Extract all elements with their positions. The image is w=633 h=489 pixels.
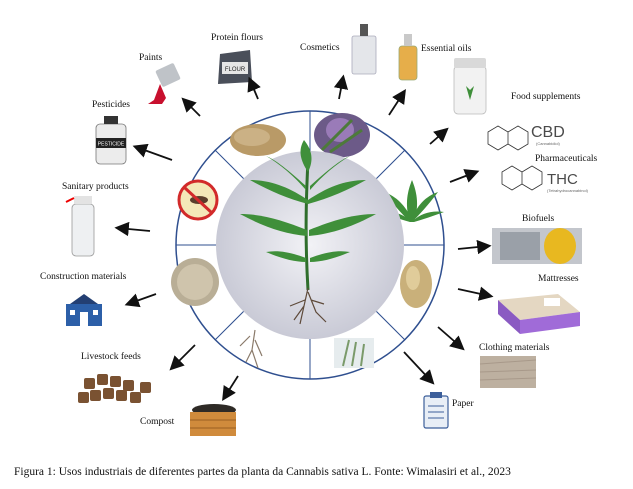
clothing-fabric-icon (479, 356, 537, 388)
arrow-pesticides (132, 143, 173, 161)
label-construction-materials: Construction materials (40, 272, 127, 282)
roots-image (239, 329, 263, 369)
figure-caption: Figura 1: Usos industriais de diferentes… (14, 466, 511, 478)
thc-molecule-icon: THC (Tetrahydrocannabinol) (501, 165, 589, 193)
label-biofuels: Biofuels (522, 213, 554, 224)
protein-flours-icon: FLOUR (218, 50, 252, 84)
arrow-paints (181, 97, 201, 117)
flower-bud-image (314, 113, 370, 157)
label-cosmetics: Cosmetics (300, 43, 340, 53)
label-food-supplements: Food supplements (511, 92, 581, 102)
no-insect-icon (177, 179, 219, 221)
essential-oil-bottle-icon (398, 34, 418, 81)
arrow-compost (222, 375, 239, 402)
label-mattresses: Mattresses (538, 274, 579, 284)
biofuel-barrels-icon (492, 228, 582, 264)
arrow-paper (403, 351, 435, 385)
arrow-sanitary-products (114, 221, 151, 237)
label-pesticides: Pesticides (92, 100, 130, 110)
cosmetics-bottle-icon (351, 24, 377, 75)
fibre-bundle-image (400, 260, 432, 308)
mattress-bed-icon (498, 294, 580, 334)
label-sanitary-products: Sanitary products (62, 182, 129, 192)
arrow-food-supplements (429, 127, 449, 145)
label-protein-flours: Protein flours (211, 32, 263, 43)
stalk-image (334, 338, 374, 368)
arrow-mattresses (457, 286, 494, 301)
arrows (114, 74, 494, 402)
compost-crate-icon (190, 404, 236, 436)
spray-bottle-icon (65, 196, 95, 257)
supplement-jar-icon (453, 58, 487, 115)
arrow-protein-flours (247, 76, 261, 100)
seeds-image (230, 124, 286, 156)
arrow-livestock-feeds (169, 344, 196, 371)
arrow-essential-oils (388, 88, 406, 116)
cbd-subtext: (Cannabidiol) (536, 141, 560, 146)
thc-text: THC (547, 171, 578, 188)
pesticide-bottle-icon: PESTICIDE (95, 116, 127, 165)
label-paints: Paints (139, 53, 163, 63)
thc-subtext: (Tetrahydrocannabinol) (547, 188, 589, 193)
paper-clipboard-icon (423, 392, 449, 429)
cbd-molecule-icon: CBD (Cannabidiol) (487, 124, 565, 151)
arrow-cosmetics (333, 74, 349, 100)
central-plant (216, 140, 404, 339)
label-livestock-feeds: Livestock feeds (81, 351, 141, 362)
label-compost: Compost (140, 417, 175, 427)
flour-bag-text: FLOUR (225, 67, 246, 73)
arrow-clothing-materials (437, 326, 465, 351)
arrow-pharmaceuticals (449, 169, 480, 183)
pesticide-bottle-text: PESTICIDE (98, 142, 125, 148)
paint-bucket-icon (148, 63, 181, 104)
arrow-construction-materials (124, 293, 157, 308)
label-clothing-materials: Clothing materials (479, 343, 550, 353)
cbd-text: CBD (531, 124, 565, 141)
arrow-biofuels (457, 239, 492, 255)
school-building-icon (66, 294, 102, 326)
label-paper: Paper (452, 399, 474, 409)
label-pharmaceuticals: Pharmaceuticals (535, 154, 598, 164)
hurd-disc-image (171, 258, 219, 306)
livestock-pellets-icon (78, 374, 151, 403)
label-essential-oils: Essential oils (421, 44, 472, 54)
